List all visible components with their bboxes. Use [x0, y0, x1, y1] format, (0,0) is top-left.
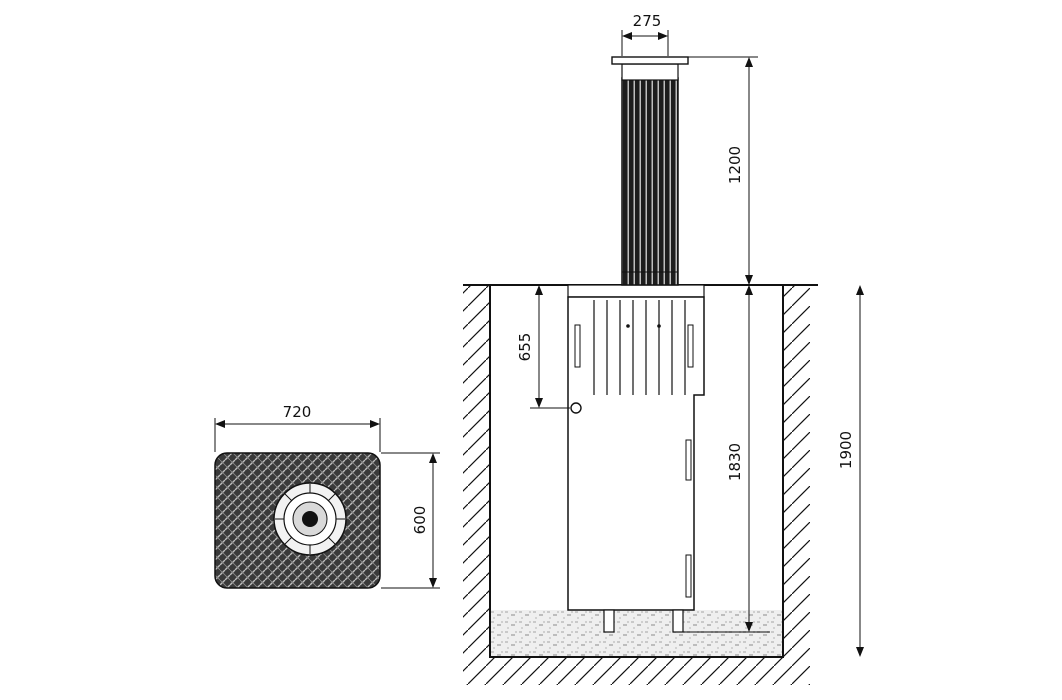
housing-window: [687, 324, 694, 368]
pit-section-view: 275 1200 1830 655 1900: [463, 12, 864, 685]
dim-label-cover-width: 720: [283, 403, 312, 421]
gravel-drainage-bed: [490, 610, 783, 657]
dim-label-cover-depth: 600: [411, 506, 429, 535]
housing-foot-right: [672, 609, 684, 633]
housing-window: [685, 554, 692, 598]
cover-center-hole: [302, 511, 318, 527]
dim-label-body-height: 1830: [726, 443, 744, 481]
housing-window: [685, 439, 692, 481]
bollard-column: [621, 77, 679, 286]
dim-label-drain-depth: 655: [516, 333, 534, 362]
housing-slots: [593, 300, 686, 395]
bollard-housing: [567, 296, 705, 611]
soil-left: [463, 285, 490, 657]
pit-wall: [489, 285, 784, 658]
housing-window: [574, 324, 581, 368]
dim-label-bollard-diameter: 275: [633, 12, 662, 30]
drain-port: [570, 402, 582, 414]
dim-label-raised-height: 1200: [726, 146, 744, 184]
bollard-top-cap: [611, 56, 689, 65]
soil-bottom: [463, 657, 810, 685]
cover-plan-view: 720 600: [214, 403, 440, 589]
housing-foot-left: [603, 609, 615, 633]
bollard-collar: [621, 63, 679, 81]
soil-right: [783, 285, 810, 657]
housing-flange: [567, 284, 705, 298]
cover-ring-spokes: [275, 484, 345, 554]
dim-label-pit-depth: 1900: [837, 431, 855, 469]
